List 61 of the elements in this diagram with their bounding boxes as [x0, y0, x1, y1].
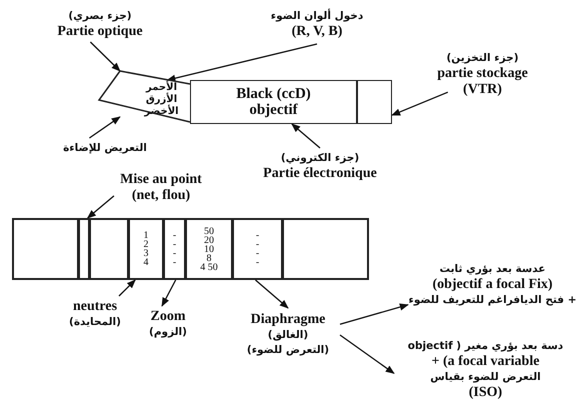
- annotation-text: Mise au point: [120, 172, 202, 188]
- cell-value: 2: [144, 240, 148, 249]
- arrow: [161, 280, 176, 307]
- cell-value: -: [172, 231, 176, 240]
- annotation-text: (المحايدة): [69, 314, 121, 330]
- cell-value: -: [256, 258, 260, 267]
- table-cell: [12, 218, 79, 280]
- annotation-text: + (a focal variable: [432, 354, 540, 370]
- cell-value: 50: [204, 226, 214, 236]
- arrow: [255, 280, 289, 309]
- annotation-text: التعرض للضوء بقياس: [430, 370, 541, 385]
- annotation-text: (التعرض للضوء): [246, 343, 330, 358]
- table-strip: [12, 218, 369, 280]
- arrow: [340, 334, 395, 374]
- box-compartment: [357, 80, 392, 124]
- annotation-text: Partie optique: [57, 24, 143, 40]
- annotation-text: التعريض للإضاءة: [63, 140, 147, 156]
- arrow: [166, 43, 318, 82]
- annotation-text: (R, V, B): [292, 24, 342, 40]
- annotation-text: (objectif a focal Fix): [432, 277, 553, 293]
- annotation-text: (VTR): [463, 82, 502, 98]
- cell-value: 1: [144, 231, 148, 240]
- annotation-text: Partie électronique: [263, 166, 377, 182]
- annotation-text: (الغالق): [268, 328, 308, 343]
- annotation-text: (ISO): [468, 385, 502, 401]
- box-label: Black (ccD) objectif: [235, 86, 312, 118]
- arrow: [291, 123, 320, 148]
- annotation-text: Diaphragme: [250, 312, 326, 328]
- table-cell: [78, 218, 90, 280]
- cell-value: 3: [144, 249, 148, 258]
- annotation-text: (جزء التخزين): [446, 50, 519, 66]
- arrow: [118, 279, 136, 296]
- table-cell: [89, 218, 129, 280]
- annotation-text: (الزوم): [149, 324, 187, 340]
- annotation-text: (جزء الكتروني): [280, 150, 360, 166]
- cell-value: -: [172, 249, 176, 258]
- cell-value: -: [256, 249, 260, 258]
- arrow: [391, 92, 448, 116]
- cell-value: 10: [204, 244, 214, 254]
- arrow: [90, 42, 121, 72]
- annotation-text: Zoom: [150, 308, 186, 324]
- annotation-text: neutres: [72, 298, 118, 314]
- cell-value: -: [256, 240, 260, 249]
- arrow: [89, 116, 121, 139]
- cell-value: 8: [206, 254, 212, 262]
- arrow: [86, 195, 114, 219]
- annotation-text: دسة بعد بؤري مغير ( objectif: [408, 339, 564, 354]
- annotation-text: (جزء بصري): [68, 8, 132, 24]
- annotation-text: partie stockage: [437, 66, 528, 82]
- annotation-text: عدسة بعد بؤري ثابت: [440, 262, 546, 277]
- cell-value: -: [172, 258, 176, 267]
- annotation-text: + فتح الديافراغم للتعريف للضوء: [408, 293, 576, 308]
- cell-value: -: [256, 231, 260, 240]
- cell-value: 20: [204, 236, 214, 244]
- annotation-text: (net, flou): [132, 188, 190, 204]
- table-cell: [282, 218, 369, 280]
- arrow: [340, 304, 409, 325]
- cell-value: 4: [144, 258, 148, 267]
- cell-value: 4 50: [200, 262, 218, 272]
- cell-value: -: [172, 240, 176, 249]
- annotation-text: دخول ألوان الضوء: [270, 8, 364, 24]
